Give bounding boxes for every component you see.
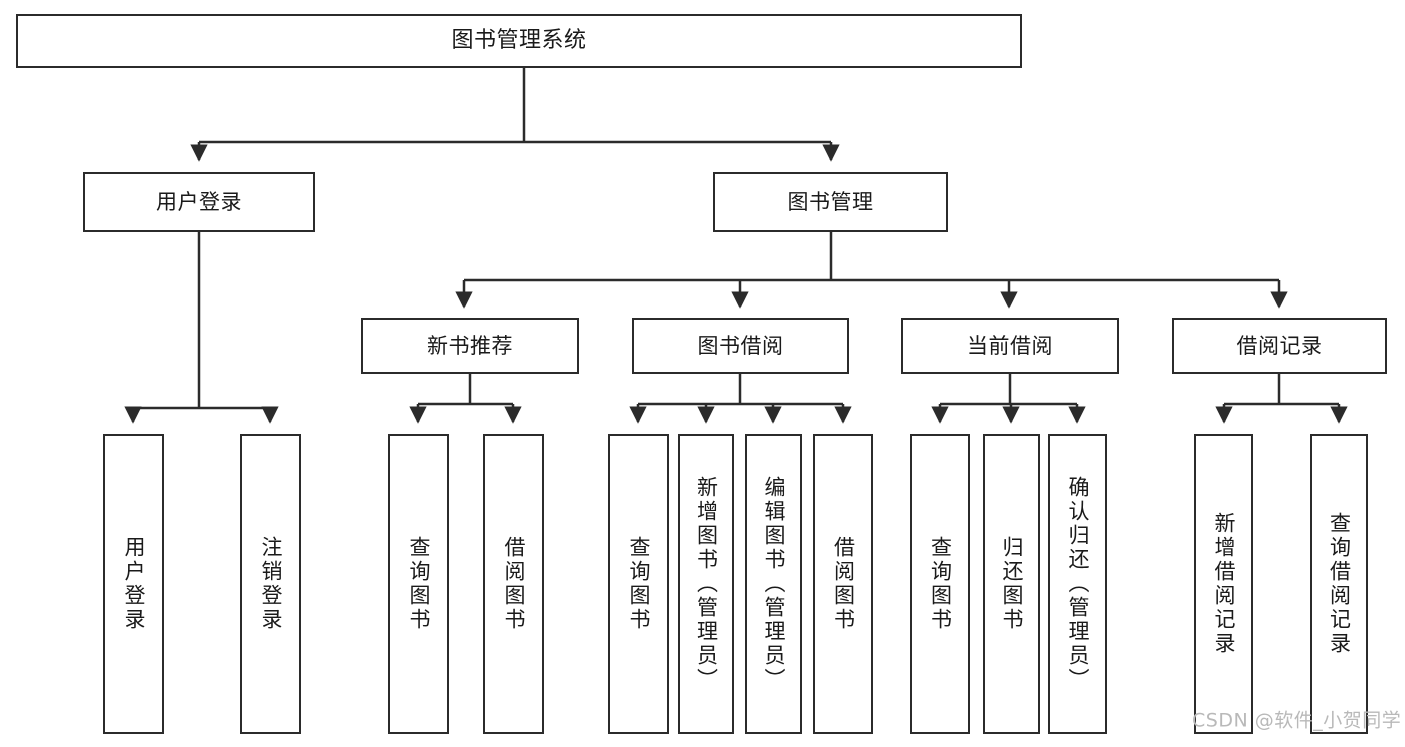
- node-leaf-2[interactable]: 查询图书: [388, 434, 449, 734]
- node-leaf-4[interactable]: 查询图书: [608, 434, 669, 734]
- node-root-system[interactable]: 图书管理系统: [16, 14, 1022, 68]
- node-leaf-label: 借阅图书: [831, 536, 856, 632]
- node-leaf-label: 新增图书（管理员）: [694, 476, 719, 692]
- node-level1-1[interactable]: 图书管理: [713, 172, 948, 232]
- node-level1-0[interactable]: 用户登录: [83, 172, 315, 232]
- node-leaf-10[interactable]: 确认归还（管理员）: [1048, 434, 1107, 734]
- csdn-watermark: CSDN @软件_小贺同学: [1192, 709, 1402, 732]
- node-leaf-5[interactable]: 新增图书（管理员）: [678, 434, 734, 734]
- node-level2-0[interactable]: 新书推荐: [361, 318, 579, 374]
- node-leaf-label: 新增借阅记录: [1212, 512, 1236, 656]
- node-leaf-3[interactable]: 借阅图书: [483, 434, 544, 734]
- node-leaf-1[interactable]: 注销登录: [240, 434, 301, 734]
- node-leaf-label: 借阅图书: [502, 536, 526, 632]
- node-leaf-7[interactable]: 借阅图书: [813, 434, 873, 734]
- node-leaf-label: 用户登录: [122, 536, 146, 632]
- node-leaf-label: 注销登录: [259, 536, 283, 632]
- node-leaf-0[interactable]: 用户登录: [103, 434, 164, 734]
- node-leaf-label: 查询图书: [627, 536, 651, 632]
- node-level2-1[interactable]: 图书借阅: [632, 318, 849, 374]
- node-level2-3[interactable]: 借阅记录: [1172, 318, 1387, 374]
- node-leaf-label: 确认归还（管理员）: [1066, 476, 1090, 692]
- node-leaf-11[interactable]: 新增借阅记录: [1194, 434, 1253, 734]
- node-leaf-12[interactable]: 查询借阅记录: [1310, 434, 1368, 734]
- node-leaf-label: 查询借阅记录: [1327, 512, 1352, 656]
- node-leaf-6[interactable]: 编辑图书（管理员）: [745, 434, 802, 734]
- node-leaf-label: 查询图书: [407, 536, 431, 632]
- node-leaf-label: 查询图书: [928, 536, 953, 632]
- node-leaf-8[interactable]: 查询图书: [910, 434, 970, 734]
- node-leaf-label: 归还图书: [1000, 536, 1024, 632]
- node-leaf-label: 编辑图书（管理员）: [762, 476, 786, 692]
- node-leaf-9[interactable]: 归还图书: [983, 434, 1040, 734]
- node-level2-2[interactable]: 当前借阅: [901, 318, 1119, 374]
